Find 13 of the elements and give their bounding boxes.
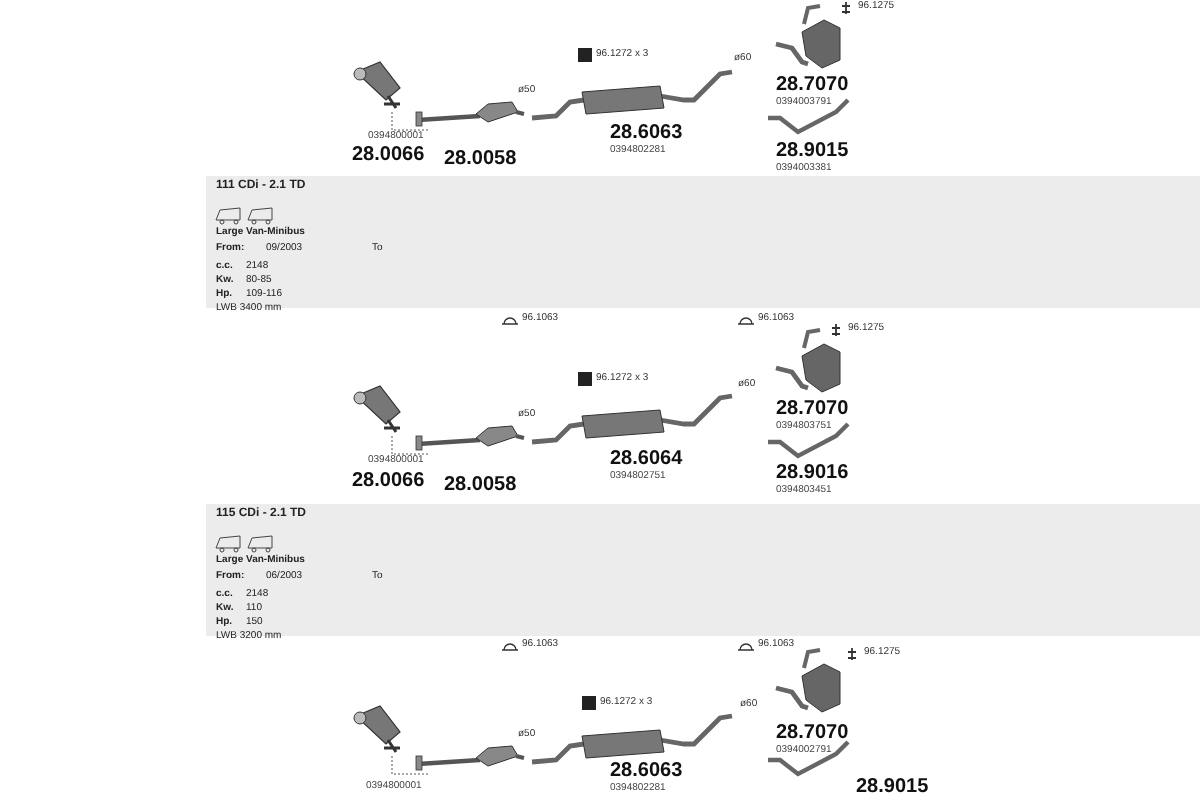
- part-number: 28.9015: [856, 778, 929, 798]
- part-number: 28.6063: [610, 762, 683, 782]
- part-number: 28.0066: [352, 472, 425, 492]
- part-number: 28.9016: [776, 464, 849, 484]
- part-number: 28.7070: [776, 400, 849, 420]
- part-number: 28.7070: [776, 724, 849, 744]
- part-number: 28.0066: [352, 146, 425, 166]
- part-number: 28.9015: [776, 142, 849, 162]
- part-number: 28.0058: [444, 476, 517, 496]
- part-number: 28.0058: [444, 150, 517, 170]
- part-number: 28.6063: [610, 124, 683, 144]
- part-number: 28.6064: [610, 450, 683, 470]
- part-number: 28.7070: [776, 76, 849, 96]
